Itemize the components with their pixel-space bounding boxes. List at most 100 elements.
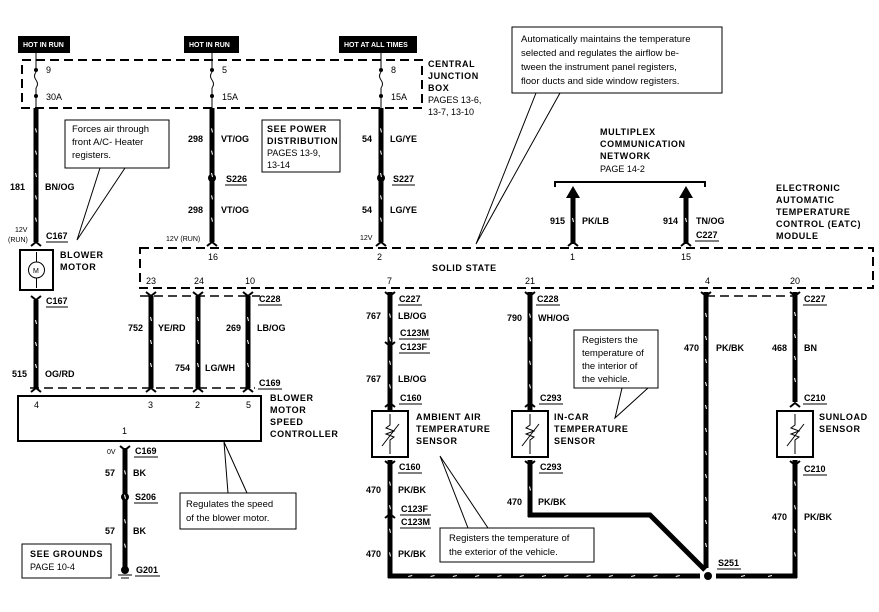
wire-stripe: [35, 363, 37, 369]
wire-color: TN/OG: [696, 216, 725, 226]
pin-label: 10: [245, 276, 255, 286]
eatc-title-line: MODULE: [776, 231, 819, 241]
cjb-page-ref: PAGES 13-6,: [428, 95, 481, 105]
power-feed-2: HOT IN RUN: [184, 36, 239, 53]
pin-label: 15: [681, 252, 691, 262]
cjb-page-ref: 13-7, 13-10: [428, 107, 474, 117]
wire-circuit: 54: [362, 205, 372, 215]
wire-circuit: 54: [362, 134, 372, 144]
splice-s226-icon: [208, 174, 216, 182]
wire-color: PK/BK: [538, 497, 567, 507]
wire-stripe: [794, 355, 796, 361]
wire-circuit: 752: [128, 323, 143, 333]
fuse-icon: [34, 71, 38, 89]
connector-c160: C160: [400, 393, 422, 403]
wire-stripe: [529, 384, 531, 389]
voltage-label: (RUN): [8, 237, 28, 244]
blower-motor-note: Forces air through front A/C- Heater reg…: [64, 119, 170, 241]
wire-circuit: 470: [366, 549, 381, 559]
voltage-label: 12V: [15, 227, 28, 234]
connector-icon: [30, 295, 42, 302]
wire-stripe: [653, 575, 658, 577]
wire-stripe: [705, 473, 707, 479]
pin-label: 2: [195, 400, 200, 410]
power-feed-label: HOT IN RUN: [23, 42, 64, 49]
wire-stripe: [124, 494, 126, 499]
controller-label: SPEED: [270, 417, 304, 427]
wire-color: YE/RD: [158, 323, 186, 333]
wire-stripe: [380, 172, 382, 178]
splice-s226: S226: [226, 174, 247, 184]
wire-stripe: [150, 339, 152, 345]
connector-c210: C210: [804, 393, 826, 403]
note-line: Registers the: [582, 335, 638, 346]
note-line: temperature of: [582, 348, 644, 359]
wire-stripe: [124, 519, 126, 524]
wire-circuit: 470: [507, 497, 522, 507]
cjb-title-line: BOX: [428, 83, 449, 93]
wire-stripe: [247, 339, 249, 345]
wire-stripe: [35, 150, 37, 155]
wire-circuit: 269: [226, 323, 241, 333]
cjb-title-line: CENTRAL: [428, 59, 475, 69]
wire-stripe: [35, 195, 37, 200]
wire-color: OG/RD: [45, 369, 75, 379]
wire-stripe: [211, 195, 213, 200]
ref-page: 13-14: [267, 160, 290, 170]
wire-circuit: 767: [366, 311, 381, 321]
wire-circuit: 470: [366, 485, 381, 495]
wire-stripe: [211, 150, 213, 155]
blower-motor-label: MOTOR: [60, 262, 96, 272]
wire-stripe: [389, 505, 391, 510]
wire-color: LB/OG: [257, 323, 286, 333]
fuse-icon: [210, 71, 214, 89]
pin-label: 2: [377, 252, 382, 262]
sensor-label: SENSOR: [416, 436, 458, 446]
eatc-title-line: TEMPERATURE: [776, 207, 850, 217]
wire-color: PK/BK: [398, 549, 427, 559]
fuse-rating: 15A: [222, 92, 238, 102]
wire-stripe: [380, 217, 382, 222]
wire-circuit: 515: [12, 369, 27, 379]
wire-stripe: [389, 337, 391, 342]
fuse-icon: [379, 71, 383, 89]
connector-c227: C227: [804, 294, 826, 304]
connector-c123f: C123F: [401, 504, 429, 514]
power-feed-badge: [339, 36, 417, 53]
connector-c169: C169: [135, 446, 157, 456]
wire-stripe: [794, 528, 796, 533]
splice-s227: S227: [393, 174, 414, 184]
arrow-up-icon: [679, 186, 693, 198]
wire-stripe: [389, 360, 391, 365]
wire-stripe: [211, 172, 213, 178]
central-junction-box-outline: [21, 59, 423, 109]
pin-label: 4: [705, 276, 710, 286]
connector-c228: C228: [259, 294, 281, 304]
sensor-label: AMBIENT AIR: [416, 412, 481, 422]
wire-color: PK/BK: [398, 485, 427, 495]
wire-stripe: [519, 575, 524, 577]
solid-state-label: SOLID STATE: [432, 263, 497, 273]
pin-label: 4: [34, 400, 39, 410]
connector-glyphs: [30, 240, 801, 519]
blower-motor-speed-controller: 4 3 2 5 1 BLOWER MOTOR SPEED CONTROLLER: [17, 393, 338, 442]
fuse-rating: 15A: [391, 92, 407, 102]
wire-stripe: [124, 470, 126, 475]
wire-stripe: [705, 427, 707, 433]
connector-c293: C293: [540, 393, 562, 403]
connector-c167: C167: [46, 296, 68, 306]
fuse-rating: 30A: [46, 92, 62, 102]
wire-stripe: [572, 217, 574, 223]
splice-s251-icon: [704, 572, 712, 580]
wire-stripe: [35, 172, 37, 178]
wire-stripe: [389, 552, 391, 557]
wire-color: VT/OG: [221, 134, 249, 144]
connector-c169: C169: [259, 378, 281, 388]
connector-c123m: C123M: [401, 517, 430, 527]
fuse-8: 8 15A: [379, 53, 407, 108]
pin-label: 1: [570, 252, 575, 262]
wire-stripe: [35, 319, 37, 325]
blower-motor: M BLOWER MOTOR: [19, 249, 103, 291]
thermistor-icon: [524, 414, 536, 454]
multiplex-title: COMMUNICATION: [600, 139, 686, 149]
